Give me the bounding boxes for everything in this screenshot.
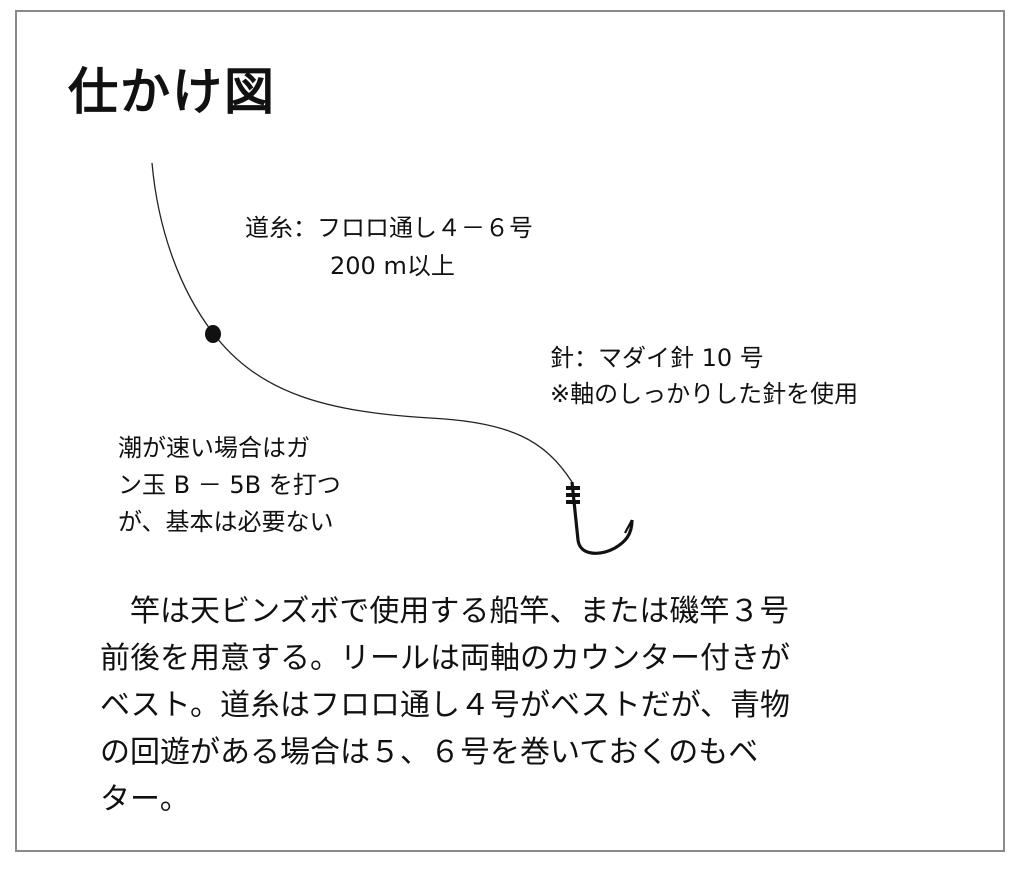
page-title: 仕かけ図 (68, 63, 276, 121)
fishing-line (151, 162, 573, 483)
paragraph-line: 前後を用意する。リールは両軸のカウンター付きが (100, 641, 790, 676)
diagram-frame (15, 10, 1005, 852)
paragraph-line: ター。 (100, 782, 190, 817)
main-line-label: 道糸：フロロ通し４－６号 (245, 214, 533, 242)
paragraph-line: ベスト。道糸はフロロ通し４号がベストだが、青物 (100, 688, 790, 723)
sinker-note-line: が、基本は必要ない (118, 508, 334, 536)
paragraph-line: の回遊がある場合は５、６号を巻いておくのもベ (100, 735, 759, 770)
hook-label: 針：マダイ針 10 号 (550, 344, 764, 372)
sinker-note-line: ン玉 B － 5B を打つ (118, 471, 341, 499)
main-line-length: 200 m以上 (330, 252, 455, 280)
hook-knot-wrap (566, 486, 580, 490)
sinker-note-line: 潮が速い場合はガ (118, 434, 310, 462)
split-shot-sinker (205, 325, 221, 343)
hook-icon (566, 481, 634, 555)
description-paragraph: 竿は天ビンズボで使用する船竿、または磯竿３号前後を用意する。リールは両軸のカウン… (100, 588, 790, 823)
paragraph-line: 竿は天ビンズボで使用する船竿、または磯竿３号 (100, 594, 790, 629)
hook-note: ※軸のしっかりした針を使用 (550, 380, 859, 408)
